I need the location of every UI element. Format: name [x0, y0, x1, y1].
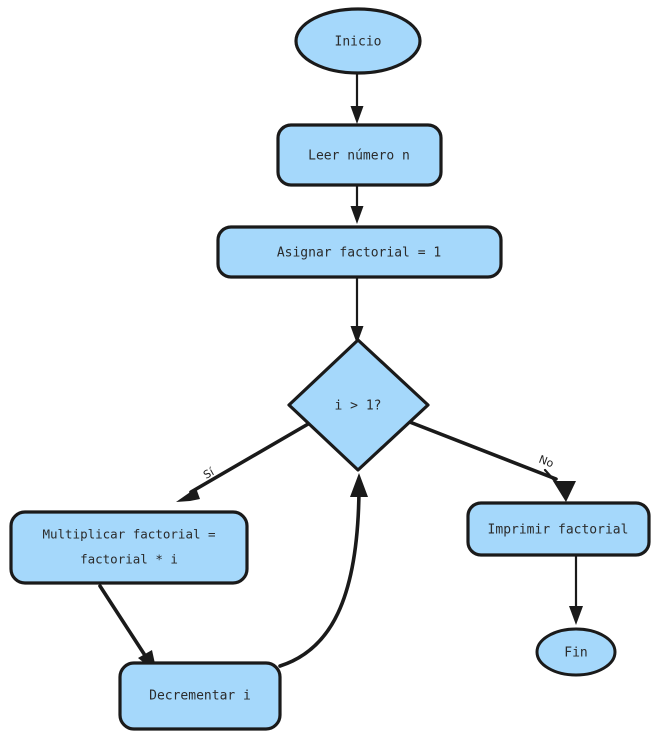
edge-label-no: No: [537, 453, 556, 471]
node-leer[interactable]: Leer número n: [276, 123, 443, 187]
node-decision[interactable]: i > 1?: [287, 338, 430, 472]
node-asignar-label: Asignar factorial = 1: [277, 246, 441, 261]
edge-decision-to-imprimir: [400, 417, 576, 502]
edge-multiplicar-to-decrementar: [98, 584, 157, 673]
node-inicio[interactable]: Inicio: [294, 7, 422, 75]
node-asignar[interactable]: Asignar factorial = 1: [216, 225, 503, 279]
node-multiplicar-label-line1: Multiplicar factorial =: [42, 527, 215, 542]
edge-asignar-to-decision: [350, 275, 364, 344]
node-inicio-label: Inicio: [335, 35, 382, 50]
edge-leer-to-asignar: [350, 183, 364, 224]
node-imprimir[interactable]: Imprimir factorial: [466, 501, 651, 557]
node-multiplicar-label-line2: factorial * i: [80, 552, 178, 567]
edge-decision-to-multiplicar: [176, 418, 317, 502]
node-multiplicar[interactable]: Multiplicar factorial = factorial * i: [9, 510, 249, 585]
node-decrementar-label: Decrementar i: [149, 689, 251, 704]
edge-imprimir-to-fin: [569, 553, 583, 625]
node-leer-label: Leer número n: [308, 149, 410, 164]
node-fin[interactable]: Fin: [535, 627, 617, 677]
edge-decrementar-to-decision: [278, 473, 368, 668]
node-decision-label: i > 1?: [335, 399, 382, 414]
edge-inicio-to-leer: [350, 72, 364, 124]
node-fin-label: Fin: [564, 646, 587, 661]
node-decrementar[interactable]: Decrementar i: [118, 661, 282, 731]
node-imprimir-label: Imprimir factorial: [488, 523, 629, 538]
